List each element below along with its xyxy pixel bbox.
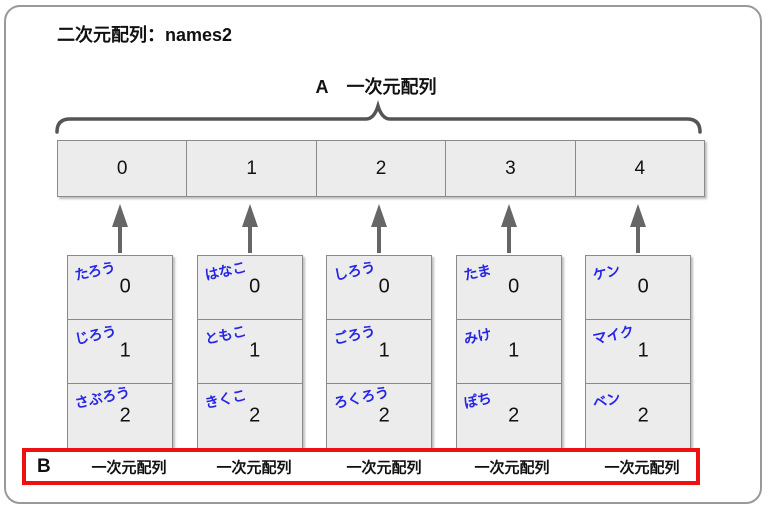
element-index: 2 xyxy=(508,404,520,427)
legend-a-label: 一次元配列 xyxy=(346,77,437,97)
legend-b-marker: B xyxy=(37,455,51,477)
element-name: ぽち xyxy=(461,389,493,412)
array-cell: ベン 2 xyxy=(585,384,691,449)
element-name: しろう xyxy=(332,258,377,284)
element-index: 0 xyxy=(508,275,520,298)
element-index: 2 xyxy=(119,404,131,427)
index-cell: 1 xyxy=(187,140,317,197)
up-arrow-icon xyxy=(629,204,647,253)
element-name: じろう xyxy=(73,322,118,347)
element-index: 0 xyxy=(378,275,390,298)
element-name: ケン xyxy=(591,261,622,284)
element-name: ともこ xyxy=(202,322,248,347)
row-type-label: 一次元配列 xyxy=(216,459,292,476)
array-cell: ぽち 2 xyxy=(455,384,562,449)
element-index: 2 xyxy=(637,404,649,427)
row-type-label: 一次元配列 xyxy=(474,459,550,476)
element-index: 0 xyxy=(249,275,261,298)
index-cell: 4 xyxy=(575,140,706,197)
array-cell: ケン 0 xyxy=(585,255,691,320)
up-arrow-icon xyxy=(111,204,129,253)
element-name: きくこ xyxy=(202,386,248,412)
element-index: 2 xyxy=(378,404,390,427)
index-cell: 3 xyxy=(446,140,576,197)
index-cell: 2 xyxy=(316,140,447,197)
row-type-label: 一次元配列 xyxy=(91,459,167,476)
element-name: たま xyxy=(461,261,493,284)
element-name: たろう xyxy=(73,258,117,284)
element-index: 0 xyxy=(119,275,131,298)
element-name: はなこ xyxy=(202,258,248,284)
element-index: 1 xyxy=(378,339,390,362)
row-type-label: 一次元配列 xyxy=(346,459,422,476)
element-name: みけ xyxy=(461,325,493,347)
element-index: 1 xyxy=(637,339,649,362)
element-name: ベン xyxy=(591,389,622,412)
element-index: 1 xyxy=(508,339,520,362)
legend-a-marker: A xyxy=(315,77,329,97)
legend-b-box: B 一次元配列 一次元配列 一次元配列 一次元配列 一次元配列 xyxy=(22,448,700,485)
array-cell: みけ 1 xyxy=(455,319,562,384)
array-cell: たま 0 xyxy=(455,255,562,320)
up-arrow-icon xyxy=(241,204,259,253)
up-arrow-icon xyxy=(370,204,388,253)
column-array: たま 0 みけ 1 ぽち 2 xyxy=(455,204,562,449)
index-cell: 0 xyxy=(57,140,188,197)
row-type-label: 一次元配列 xyxy=(604,459,680,476)
element-index: 1 xyxy=(249,339,261,362)
element-index: 1 xyxy=(119,339,131,362)
element-name: マイク xyxy=(591,322,636,347)
diagram-title: 二次元配列：names2 xyxy=(57,25,233,45)
element-index: 2 xyxy=(249,404,261,427)
up-arrow-icon xyxy=(500,204,518,253)
curly-brace-icon xyxy=(55,100,702,134)
legend-a: A 一次元配列 xyxy=(316,73,437,99)
element-index: 0 xyxy=(637,275,649,298)
element-name: ごろう xyxy=(332,322,377,347)
